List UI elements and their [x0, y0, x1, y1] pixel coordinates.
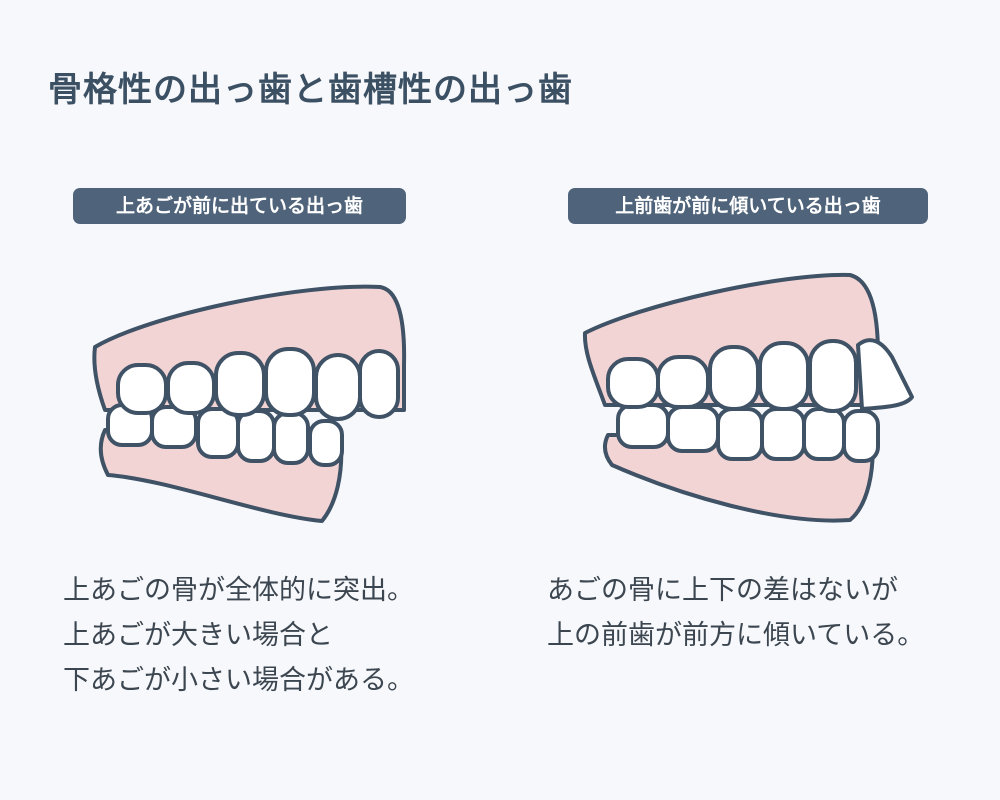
upper-tooth	[116, 363, 168, 415]
panel-badge: 上あごが前に出ている出っ歯	[73, 188, 406, 224]
lower-tooth	[760, 407, 806, 461]
description-line: あごの骨に上下の差はないが	[547, 575, 898, 606]
panel-description: あごの骨に上下の差はないが 上の前歯が前方に傾いている。	[547, 568, 924, 658]
page-title: 骨格性の出っ歯と歯槽性の出っ歯	[48, 70, 573, 110]
upper-tooth	[264, 347, 316, 417]
dentoalveolar-protrusion-panel: 上前歯が前に傾いている出っ歯 あごの骨に上下の差はないが 上の前歯が前方に傾いて…	[500, 0, 1000, 800]
lower-tooth	[272, 411, 310, 465]
upper-tooth	[314, 353, 362, 421]
upper-tooth	[708, 345, 760, 411]
description-line: 上あごが大きい場合と	[63, 620, 333, 651]
skeletal-teeth-illustration	[92, 284, 407, 523]
lower-tooth	[666, 405, 720, 453]
lower-tooth	[842, 409, 880, 463]
upper-tooth	[166, 361, 216, 415]
description-line: 下あごが小さい場合がある。	[63, 665, 414, 696]
upper-tooth	[606, 357, 660, 409]
lower-tooth	[616, 403, 670, 449]
description-line: 上の前歯が前方に傾いている。	[547, 620, 925, 651]
upper-tooth	[758, 341, 810, 411]
lower-tooth	[716, 407, 764, 461]
description-line: 上あごの骨が全体的に突出。	[63, 575, 414, 606]
upper-tooth	[358, 349, 400, 419]
upper-tooth	[656, 355, 710, 409]
tilted-upper-front-tooth	[856, 338, 914, 411]
panel-badge: 上前歯が前に傾いている出っ歯	[568, 188, 928, 224]
skeletal-protrusion-panel: 上あごが前に出ている出っ歯 上あごの骨が全体的に突出。 上あごが大きい場合と 下…	[63, 188, 414, 703]
lower-gum	[602, 433, 875, 523]
dentoalveolar-teeth-illustration	[582, 272, 914, 523]
upper-tooth	[214, 351, 266, 417]
lower-tooth	[308, 419, 344, 467]
lower-tooth	[802, 407, 846, 461]
upper-tooth	[808, 339, 858, 413]
panel-description: 上あごの骨が全体的に突出。 上あごが大きい場合と 下あごが小さい場合がある。	[63, 568, 414, 703]
lower-tooth	[236, 409, 276, 463]
